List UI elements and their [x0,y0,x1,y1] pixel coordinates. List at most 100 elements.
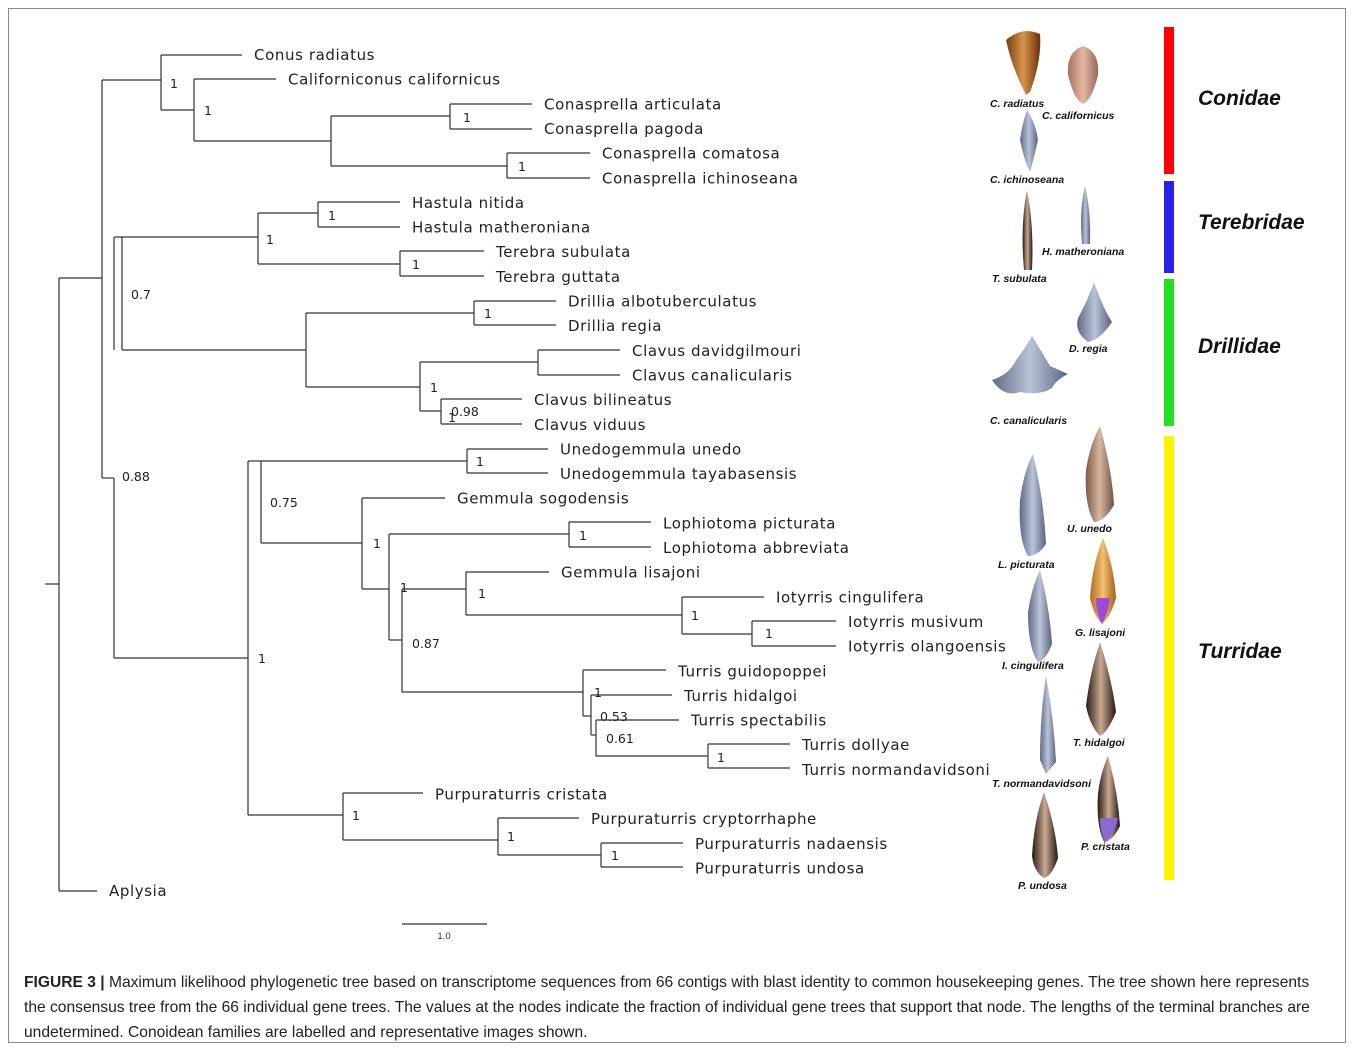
support-value: 1 [258,651,266,666]
taxon-label: Californiconus californicus [288,71,501,89]
shell-i-cingulifera-image [1028,570,1052,662]
support-value: 1 [463,110,471,125]
taxon-label: Turris hidalgoi [683,687,798,705]
shell-label: H. matheroniana [1042,246,1124,258]
shell-label: U. unedo [1067,523,1112,535]
support-value: 1 [328,208,336,223]
figure-frame [8,8,1346,1043]
shell-label: D. regia [1069,343,1108,355]
support-value: 1 [594,685,602,700]
support-value: 1 [170,76,178,91]
support-value: 1 [717,750,725,765]
shell-d-regia-image [1077,282,1112,342]
shell-c-californicus-image [1067,46,1099,104]
shell-g-lisajoni-canal [1096,598,1110,624]
shell-p-undosa-image [1032,792,1058,878]
shell-l-picturata-image [1019,454,1046,556]
support-value: 1 [611,848,619,863]
shell-c-canalicularis-image [992,336,1068,394]
support-value: 1 [518,159,526,174]
shell-label: C. radiatus [990,98,1044,110]
family-bar [1164,181,1174,273]
taxon-label: Turris dollyae [801,736,910,754]
family-name: Terebridae [1198,211,1305,234]
support-value: 1 [765,626,773,641]
shell-label: L. picturata [998,559,1055,571]
scale-bar-label: 1.0 [437,931,450,942]
shell-h-matheroniana-image [1081,186,1091,244]
taxon-label: Conus radiatus [254,46,375,64]
support-value: 1 [204,103,212,118]
shell-label: T. subulata [992,273,1047,285]
shell-label: T. hidalgoi [1073,737,1126,749]
taxon-label: Turris spectabilis [690,712,827,730]
taxon-label: Conasprella comatosa [602,145,780,163]
caption-text: Maximum likelihood phylogenetic tree bas… [24,974,1310,1041]
support-values: 11110.7111110.980.880.75111110.8710.530.… [122,76,773,863]
taxon-label: Unedogemmula tayabasensis [560,465,797,483]
family-name: Turridae [1198,640,1282,663]
shell-label: T. normandavidsoni [992,778,1092,790]
support-value: 1 [484,306,492,321]
shell-label: I. cingulifera [1002,660,1064,672]
taxon-label: Hastula matheroniana [412,219,591,237]
tree-branches [45,54,836,892]
taxon-label: Clavus canalicularis [632,366,793,384]
shell-label: C. canalicularis [990,415,1067,427]
taxon-label: Drillia regia [568,317,662,335]
taxon-label: Purpuraturris nadaensis [695,835,888,853]
taxon-label: Conasprella ichinoseana [602,169,799,187]
taxon-label: Lophiotoma picturata [663,514,836,532]
support-value: 1 [579,528,587,543]
taxon-label: Purpuraturris undosa [695,859,865,877]
taxon-label: Aplysia [109,882,167,900]
taxon-label: Iotyrris cingulifera [776,588,924,606]
family-name: Conidae [1198,87,1281,110]
scale-bar: 1.0 [402,923,487,942]
taxon-label: Drillia albotuberculatus [568,293,757,311]
taxon-label: Conasprella articulata [544,95,722,113]
taxon-label: Terebra subulata [495,243,631,261]
support-value: 0.7 [131,287,151,302]
support-value: 1 [507,829,515,844]
taxon-label: Terebra guttata [495,268,621,286]
taxon-label: Hastula nitida [412,194,525,212]
support-value: 0.87 [412,636,440,651]
support-value: 1 [352,808,360,823]
support-value: 1 [448,410,456,425]
support-value: 1 [691,608,699,623]
shell-label: G. lisajoni [1075,627,1126,639]
taxon-label: Turris normandavidsoni [801,761,990,779]
family-bars [1164,27,1174,880]
support-value: 1 [430,380,438,395]
support-value: 1 [476,454,484,469]
taxon-label: Gemmula lisajoni [561,564,701,582]
support-value: 0.75 [270,495,298,510]
support-value: 1 [373,536,381,551]
taxon-label: Clavus davidgilmouri [632,342,802,360]
support-value: 1 [400,580,408,595]
shell-t-subulata-image [1022,190,1033,270]
shell-label: P. undosa [1018,880,1067,892]
shell-label: C. ichinoseana [990,174,1064,186]
taxon-label: Iotyrris olangoensis [848,638,1006,656]
taxon-label: Turris guidopoppei [677,662,827,680]
shell-t-normandavidsoni-image [1040,676,1056,774]
support-value: 1 [478,586,486,601]
support-value: 0.61 [606,731,634,746]
figure-caption: FIGURE 3 | Maximum likelihood phylogenet… [24,970,1334,1045]
taxon-label: Purpuraturris cristata [435,786,608,804]
shell-label: P. cristata [1081,841,1130,853]
taxon-label: Conasprella pagoda [544,120,704,138]
shell-images [992,31,1120,878]
shell-label: C. californicus [1042,110,1115,122]
support-value: 0.53 [600,709,628,724]
family-bar [1164,279,1174,426]
taxon-label: Lophiotoma abbreviata [663,539,849,557]
taxon-label: Iotyrris musivum [848,613,984,631]
support-value: 0.98 [451,404,479,419]
support-value: 1 [412,257,420,272]
